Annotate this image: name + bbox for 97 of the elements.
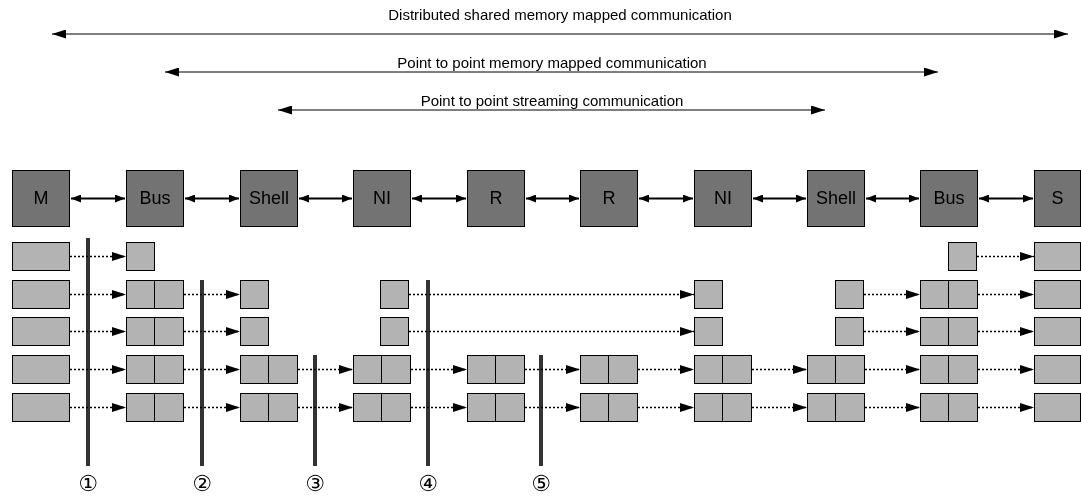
- buffer-box: [1034, 242, 1081, 271]
- buffer-box: [12, 317, 70, 346]
- double-buffer-box: [467, 355, 525, 384]
- double-arrow: [752, 194, 807, 203]
- double-arrow: [525, 194, 580, 203]
- callout-number: ①: [78, 473, 98, 495]
- buffer-box: [1034, 393, 1081, 422]
- double-buffer-box: [807, 393, 865, 422]
- arrow: [977, 365, 1035, 374]
- arrow: [637, 365, 695, 374]
- buffer-box: [1034, 317, 1081, 346]
- arrow: [524, 365, 581, 374]
- buffer-box: [12, 280, 70, 309]
- buffer-box: [948, 242, 977, 271]
- arrow: [69, 290, 127, 299]
- arrow: [524, 403, 581, 412]
- buffer-box: [835, 317, 864, 346]
- arrow: [183, 365, 241, 374]
- buffer-box: [12, 242, 70, 271]
- double-buffer-box: [353, 355, 411, 384]
- component-box: M: [12, 170, 70, 227]
- double-buffer-box: [580, 393, 638, 422]
- callout-number: ④: [418, 473, 438, 495]
- double-arrow: [298, 194, 353, 203]
- buffer-box: [380, 317, 409, 346]
- buffer-box: [694, 280, 723, 309]
- callout-number: ③: [305, 473, 325, 495]
- double-buffer-box: [920, 280, 978, 309]
- double-arrow: [978, 194, 1034, 203]
- arrow: [410, 365, 468, 374]
- arrow: [863, 327, 921, 336]
- arrow: [637, 403, 695, 412]
- buffer-box: [694, 317, 723, 346]
- arrow: [297, 365, 354, 374]
- arrow: [977, 290, 1035, 299]
- buffer-box: [380, 280, 409, 309]
- component-box: R: [580, 170, 638, 227]
- double-buffer-box: [126, 355, 184, 384]
- double-buffer-box: [126, 280, 184, 309]
- double-buffer-box: [240, 393, 298, 422]
- double-buffer-box: [580, 355, 638, 384]
- double-buffer-box: [920, 355, 978, 384]
- double-buffer-box: [807, 355, 865, 384]
- component-box: Bus: [126, 170, 184, 227]
- buffer-box: [12, 355, 70, 384]
- arrow: [751, 365, 808, 374]
- double-arrow: [638, 194, 694, 203]
- callout-number: ②: [192, 473, 212, 495]
- double-buffer-box: [694, 393, 752, 422]
- buffer-box: [835, 280, 864, 309]
- component-box: Shell: [240, 170, 298, 227]
- double-arrow: [865, 194, 920, 203]
- arrow: [863, 290, 921, 299]
- arrow: [977, 327, 1035, 336]
- double-buffer-box: [126, 317, 184, 346]
- arrow: [751, 403, 808, 412]
- arrow: [183, 327, 241, 336]
- arrow: [183, 290, 241, 299]
- arrow: [977, 403, 1035, 412]
- arrow: [297, 403, 354, 412]
- arrow: [408, 290, 695, 299]
- component-box: NI: [353, 170, 411, 227]
- buffer-box: [1034, 280, 1081, 309]
- double-buffer-box: [353, 393, 411, 422]
- arrow: [410, 403, 468, 412]
- double-arrow: [70, 194, 126, 203]
- buffer-box: [1034, 355, 1081, 384]
- arrow: [183, 403, 241, 412]
- buffer-box: [12, 393, 70, 422]
- component-box: Bus: [920, 170, 978, 227]
- component-box: S: [1034, 170, 1081, 227]
- span-label: Point to point streaming communication: [420, 92, 684, 109]
- double-buffer-box: [240, 355, 298, 384]
- component-box: Shell: [807, 170, 865, 227]
- double-buffer-box: [467, 393, 525, 422]
- arrow: [976, 252, 1035, 261]
- arrow: [864, 403, 921, 412]
- buffer-box: [240, 317, 269, 346]
- double-buffer-box: [920, 393, 978, 422]
- arrow: [408, 327, 695, 336]
- buffer-box: [126, 242, 155, 271]
- double-buffer-box: [126, 393, 184, 422]
- double-buffer-box: [694, 355, 752, 384]
- span-label: Distributed shared memory mapped communication: [388, 6, 732, 23]
- arrow: [69, 327, 127, 336]
- component-box: R: [467, 170, 525, 227]
- arrow: [864, 365, 921, 374]
- double-buffer-box: [920, 317, 978, 346]
- arrow: [69, 403, 127, 412]
- arrow: [69, 365, 127, 374]
- callout-number: ⑤: [531, 473, 551, 495]
- double-arrow: [184, 194, 240, 203]
- double-arrow: [411, 194, 467, 203]
- buffer-box: [240, 280, 269, 309]
- component-box: NI: [694, 170, 752, 227]
- arrow: [69, 252, 127, 261]
- span-label: Point to point memory mapped communication: [397, 54, 707, 71]
